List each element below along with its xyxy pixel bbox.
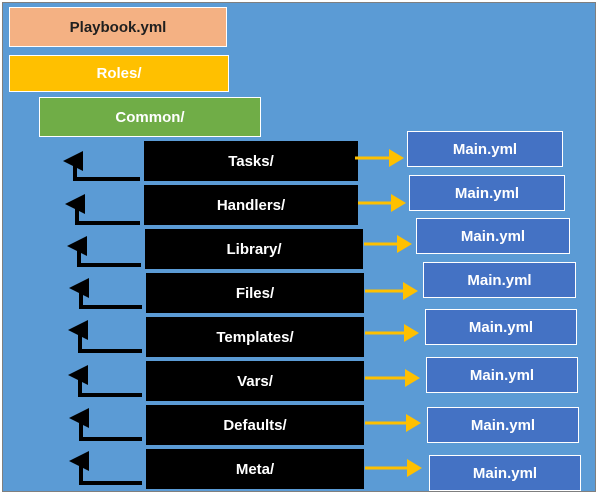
playbook-label: Playbook.yml [69,18,167,36]
file-label: Main.yml [467,271,532,289]
file-label: Main.yml [470,416,536,434]
dir-box-library: Library/ [145,229,363,269]
dir-label: Vars/ [237,372,273,390]
dir-box-meta: Meta/ [146,449,364,489]
diagram-panel: Playbook.yml Roles/ Common/ Tasks/ Handl… [2,2,596,492]
dir-box-files: Files/ [146,273,364,313]
return-arrow-icon [68,320,142,353]
file-label: Main.yml [468,318,534,336]
file-label: Main.yml [469,366,535,384]
main-yml-box-tasks: Main.yml [407,131,563,167]
main-yml-box-defaults: Main.yml [427,407,579,443]
dir-label: Library/ [226,240,282,258]
dir-box-vars: Vars/ [146,361,364,401]
file-label: Main.yml [452,140,518,158]
dir-label: Handlers/ [216,196,286,214]
return-arrow-icon [67,236,141,267]
dir-box-tasks: Tasks/ [144,141,358,181]
file-label: Main.yml [460,227,526,245]
main-yml-box-meta: Main.yml [429,455,581,491]
common-box: Common/ [39,97,261,137]
dir-box-templates: Templates/ [146,317,364,357]
return-arrow-icon [68,365,142,397]
dir-label: Defaults/ [223,416,287,434]
main-yml-box-library: Main.yml [416,218,570,254]
roles-label: Roles/ [96,65,142,82]
file-label: Main.yml [472,464,538,482]
return-arrow-icon [69,278,142,309]
dir-box-handlers: Handlers/ [144,185,358,225]
main-yml-box-files: Main.yml [423,262,576,298]
return-arrow-icon [69,451,142,485]
roles-box: Roles/ [9,55,229,92]
dir-label: Meta/ [235,460,275,478]
dir-box-defaults: Defaults/ [146,405,364,445]
return-arrow-icon [65,194,140,225]
return-arrow-icon [63,151,140,181]
arrows-layer [63,149,422,485]
common-label: Common/ [115,108,185,126]
file-label: Main.yml [454,184,520,202]
dir-label: Tasks/ [228,152,274,170]
main-yml-box-handlers: Main.yml [409,175,565,211]
playbook-box: Playbook.yml [9,7,227,47]
main-yml-box-vars: Main.yml [426,357,578,393]
dir-label: Files/ [235,284,275,302]
main-yml-box-templates: Main.yml [425,309,577,345]
dir-label: Templates/ [216,328,294,346]
return-arrow-icon [69,408,142,441]
